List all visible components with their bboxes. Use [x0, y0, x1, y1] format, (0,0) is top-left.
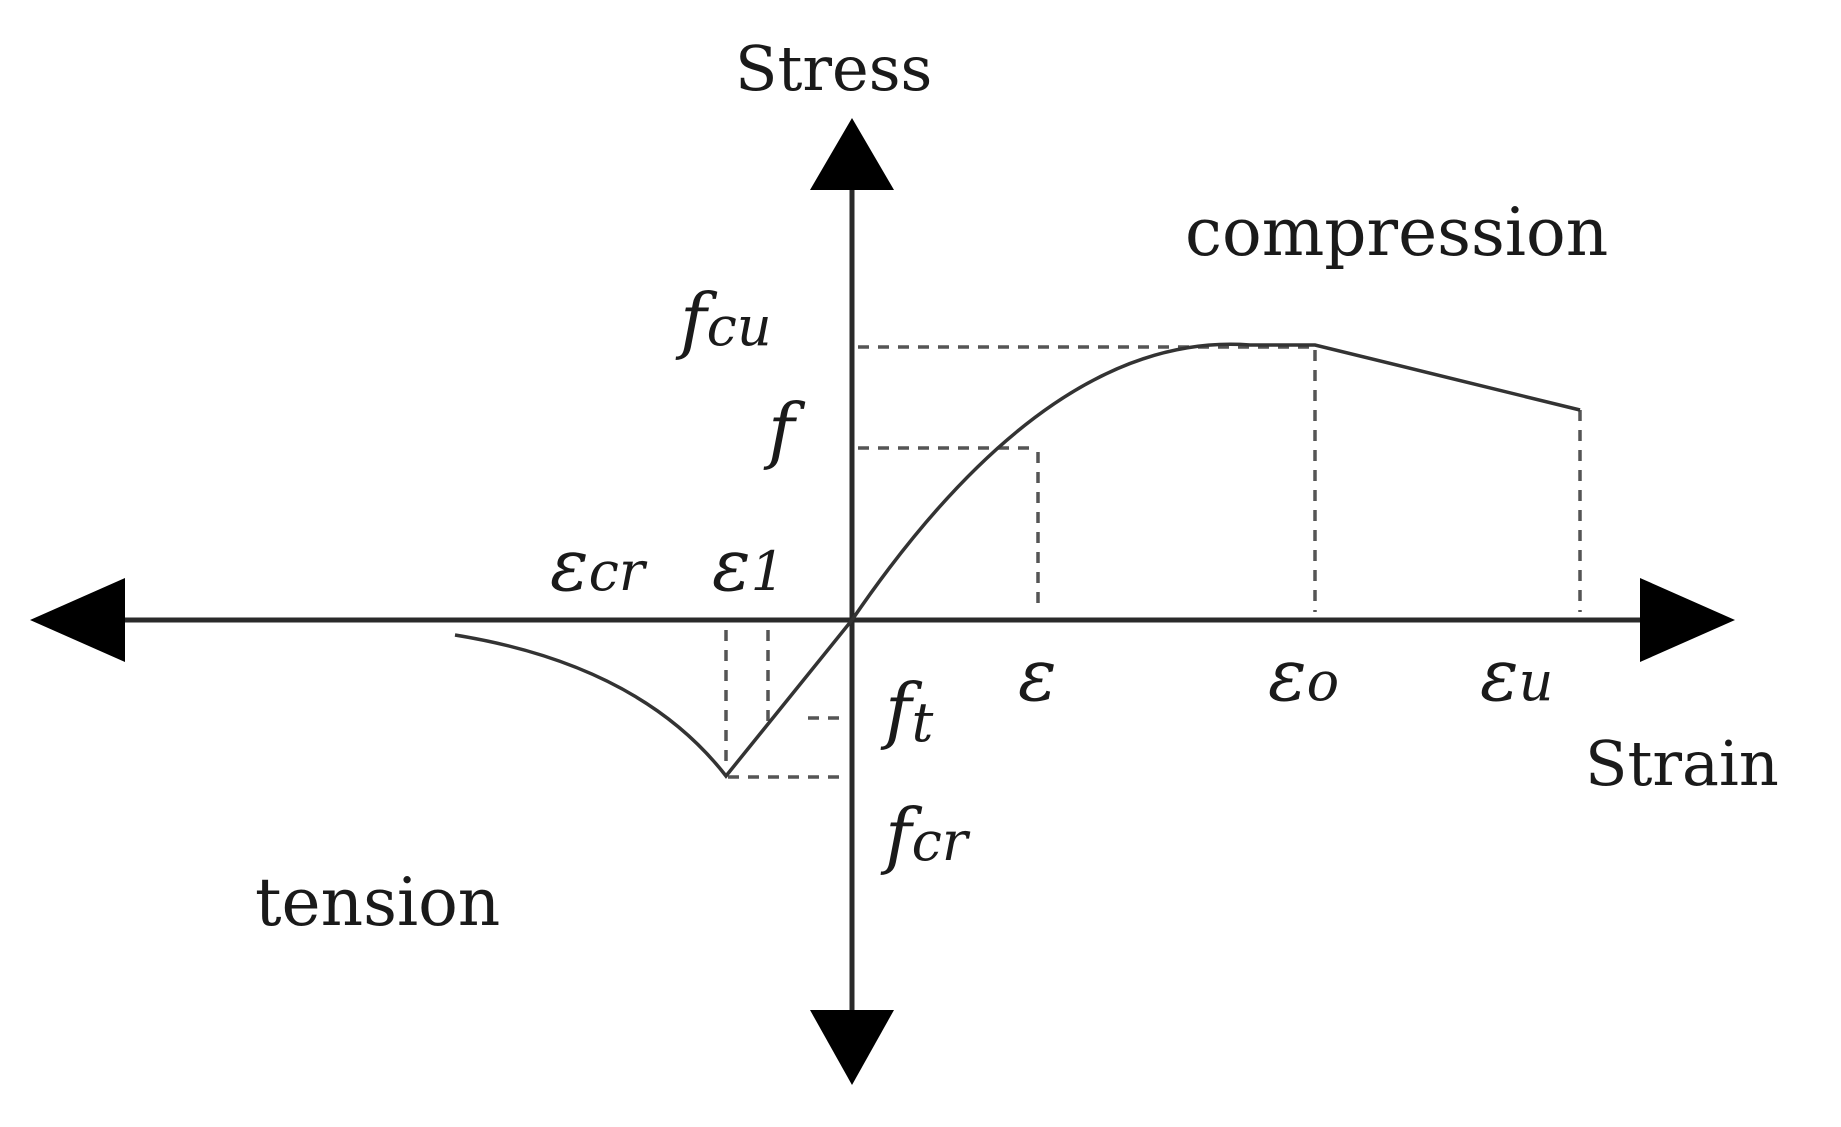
- stress-axis-arrow-up: [810, 118, 894, 190]
- strain-axis-arrow-right: [1640, 578, 1735, 662]
- compression-curve: [850, 342, 1581, 621]
- f-symbol: f: [763, 388, 806, 472]
- tension-label: tension: [255, 864, 500, 941]
- strain-axis-title: Strain: [1585, 727, 1779, 800]
- strain-axis-arrow-left: [30, 578, 125, 662]
- stress-axis-arrow-down: [810, 1010, 894, 1085]
- fcr-symbol: fcr: [880, 793, 971, 877]
- e-symbol: ε: [1018, 633, 1057, 717]
- tension-curve: [454, 618, 854, 779]
- stress-axis-title: Stress: [735, 32, 932, 105]
- compression-label: compression: [1185, 194, 1608, 271]
- eu-symbol: εu: [1480, 633, 1553, 717]
- ft-symbol: ft: [880, 668, 934, 754]
- fcu-symbol: fcu: [675, 278, 772, 362]
- e1-symbol: ε1: [712, 523, 785, 607]
- eo-symbol: εo: [1268, 633, 1339, 717]
- ecr-symbol: εcr: [550, 523, 648, 607]
